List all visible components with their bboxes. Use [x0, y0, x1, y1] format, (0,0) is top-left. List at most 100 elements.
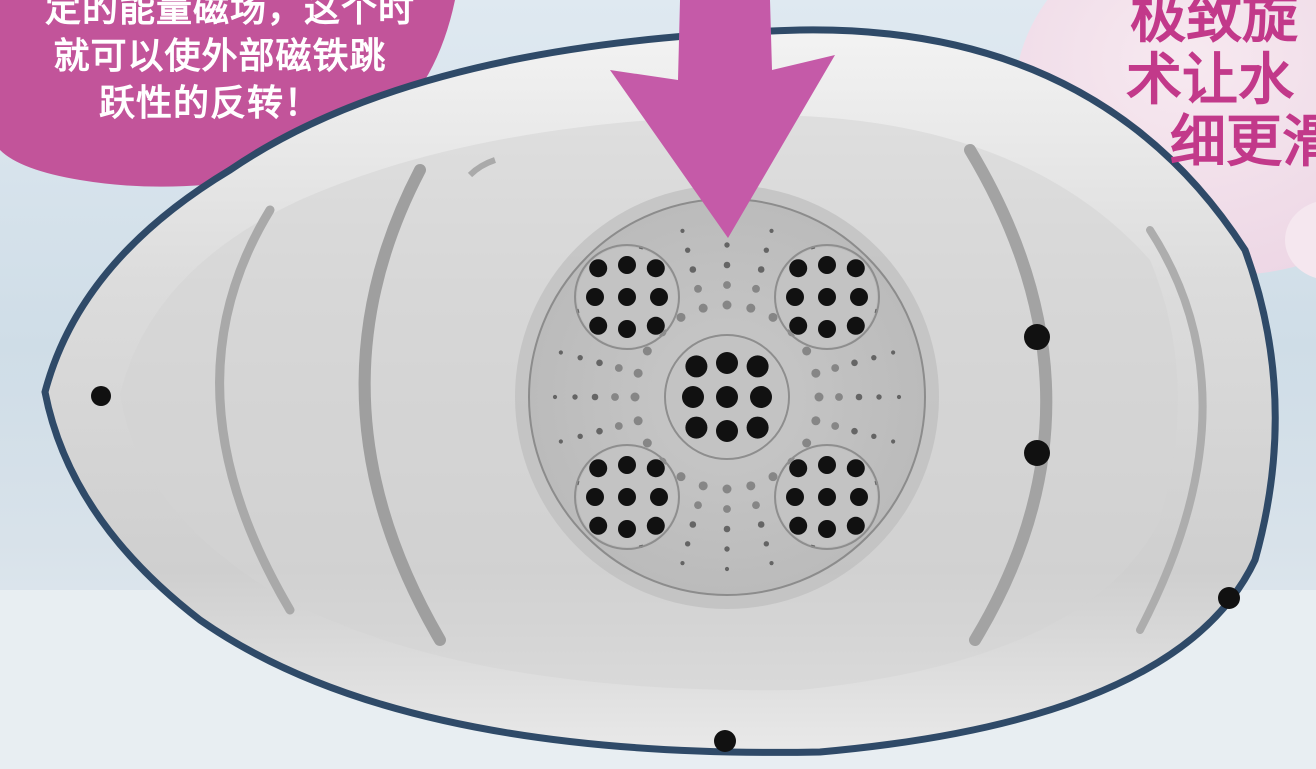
nozzle-hole [591, 393, 599, 401]
nozzle-hole [831, 364, 840, 372]
right-bubble-text: 极致旋 术让水 细更滑 [1100, 0, 1316, 174]
nozzle-hole [586, 488, 604, 506]
down-arrow [610, 0, 835, 238]
nozzle-hole [818, 320, 836, 338]
nozzle-hole [818, 456, 836, 474]
nozzle-hole [650, 288, 668, 306]
nozzle-hole [722, 300, 732, 310]
nozzle-hole [724, 546, 730, 552]
nozzle-hole [572, 394, 578, 400]
nozzle-hole [596, 359, 603, 367]
nozzle-hole [698, 481, 708, 491]
nozzle-hole [716, 352, 738, 374]
nozzle-hole [618, 488, 636, 506]
nozzle-cluster-ring [774, 244, 880, 350]
nozzle-hole [589, 516, 608, 535]
nozzle-hole [746, 303, 756, 313]
nozzle-hole [835, 393, 843, 401]
nozzle-hole [680, 228, 685, 233]
nozzle-cluster-ring [574, 444, 680, 550]
nozzle-hole [684, 541, 691, 547]
nozzle-hole [723, 505, 731, 513]
nozzle-hole [689, 521, 697, 528]
nozzle-hole [676, 312, 686, 322]
nozzle-hole [831, 422, 840, 430]
nozzle-hole [896, 394, 902, 400]
nozzle-hole [750, 386, 772, 408]
right-bubble-line: 术让水 [1126, 48, 1294, 113]
nozzle-hole [850, 488, 868, 506]
nozzle-hole [811, 368, 821, 378]
nozzle-hole [618, 288, 636, 306]
nozzle-hole [789, 516, 808, 535]
nozzle-hole [642, 346, 652, 356]
nozzle-hole [633, 416, 643, 426]
nozzle-hole [698, 303, 708, 313]
nozzle-hole [589, 316, 608, 335]
nozzle-hole [757, 266, 765, 273]
nozzle-hole [811, 416, 821, 426]
nozzle-hole [618, 256, 636, 274]
nozzle-hole [818, 520, 836, 538]
nozzle-hole [746, 355, 769, 378]
nozzle-hole [684, 247, 691, 253]
nozzle-hole [682, 386, 704, 408]
nozzle-hole [723, 525, 731, 533]
nozzle-hole [680, 561, 685, 566]
nozzle-hole [818, 288, 836, 306]
nozzle-hole [646, 316, 665, 335]
nozzle-hole [818, 488, 836, 506]
nozzle-hole [768, 312, 778, 322]
nozzle-hole [769, 561, 774, 566]
nozzle-hole [685, 416, 708, 439]
nozzle-hole [871, 354, 877, 361]
nozzle-hole [589, 259, 608, 278]
nozzle-hole [752, 501, 760, 510]
nozzle-hole [786, 288, 804, 306]
nozzle-hole [552, 394, 558, 400]
nozzle-hole [577, 354, 583, 361]
nozzle-hole [558, 439, 563, 444]
nozzle-hole [846, 316, 865, 335]
nozzle-hole [876, 394, 882, 400]
nozzle-hole [577, 433, 583, 440]
left-bubble-text: 定的能量磁场，这个时 就可以使外部磁铁跳 跃性的反转！ [0, 0, 450, 127]
left-bubble-line: 跃性的反转！ [98, 83, 321, 124]
nozzle-hole [814, 392, 824, 402]
nozzle-hole [611, 393, 619, 401]
nozzle-hole [851, 359, 858, 367]
nozzle-hole [716, 386, 738, 408]
nozzle-cluster-ring [664, 334, 790, 460]
nozzle-hole [685, 355, 708, 378]
nozzle-hole [786, 488, 804, 506]
nozzle-hole [846, 516, 865, 535]
nozzle-hole [752, 284, 760, 293]
nozzle-hole [646, 516, 665, 535]
nozzle-hole [646, 459, 665, 478]
right-bubble-line: 极致旋 [1130, 0, 1298, 51]
nozzle-hole [614, 422, 623, 430]
nozzle-hole [676, 472, 686, 482]
nozzle-hole [851, 427, 858, 435]
nozzle-cluster-ring [774, 444, 880, 550]
nozzle-hole [850, 288, 868, 306]
nozzle-hole [558, 350, 563, 355]
nozzle-hole [694, 501, 702, 510]
nozzle-hole [596, 427, 603, 435]
nozzle-hole [642, 438, 652, 448]
nozzle-hole [722, 484, 732, 494]
nozzle-hole [724, 566, 730, 572]
nozzle-hole [818, 256, 836, 274]
nozzle-hole [646, 259, 665, 278]
nozzle-hole [618, 520, 636, 538]
nozzle-cluster-ring [574, 244, 680, 350]
nozzle-hole [618, 456, 636, 474]
nozzle-hole [586, 288, 604, 306]
nozzle-hole [650, 488, 668, 506]
nozzle-disc [515, 185, 939, 609]
nozzle-hole [802, 346, 812, 356]
nozzle-hole [723, 281, 731, 289]
nozzle-hole [763, 247, 770, 253]
nozzle-hole [746, 481, 756, 491]
